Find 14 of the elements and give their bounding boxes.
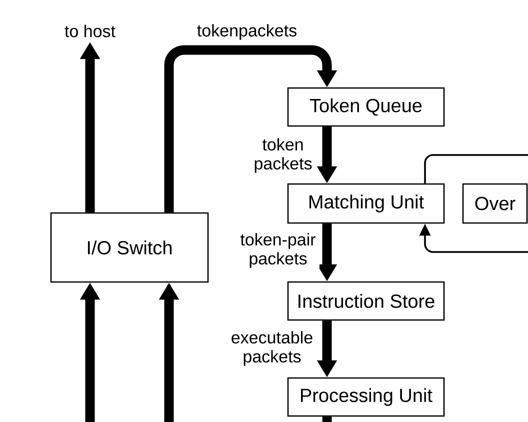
connector-line: [424, 154, 528, 184]
process-box: Over: [462, 183, 528, 224]
process-box: I/O Switch: [50, 212, 209, 283]
edge-label: token-pair packets: [236, 232, 320, 268]
process-box: Instruction Store: [287, 281, 445, 321]
edge-label: to host: [64, 24, 116, 38]
process-box: Processing Unit: [287, 377, 445, 417]
edge-label: executable packets: [228, 330, 316, 366]
process-box: Token Queue: [287, 87, 445, 127]
edge-label: token packets: [252, 138, 314, 174]
edge-label: tokenpackets: [196, 24, 298, 40]
process-box: Matching Unit: [287, 183, 445, 224]
connector-line: [322, 416, 332, 422]
arrow: [164, 45, 338, 212]
